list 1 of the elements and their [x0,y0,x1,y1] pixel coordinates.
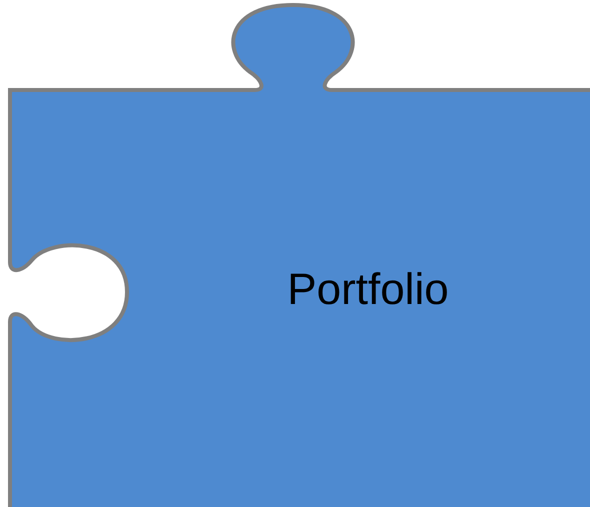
piece-label: Portfolio [287,266,449,314]
